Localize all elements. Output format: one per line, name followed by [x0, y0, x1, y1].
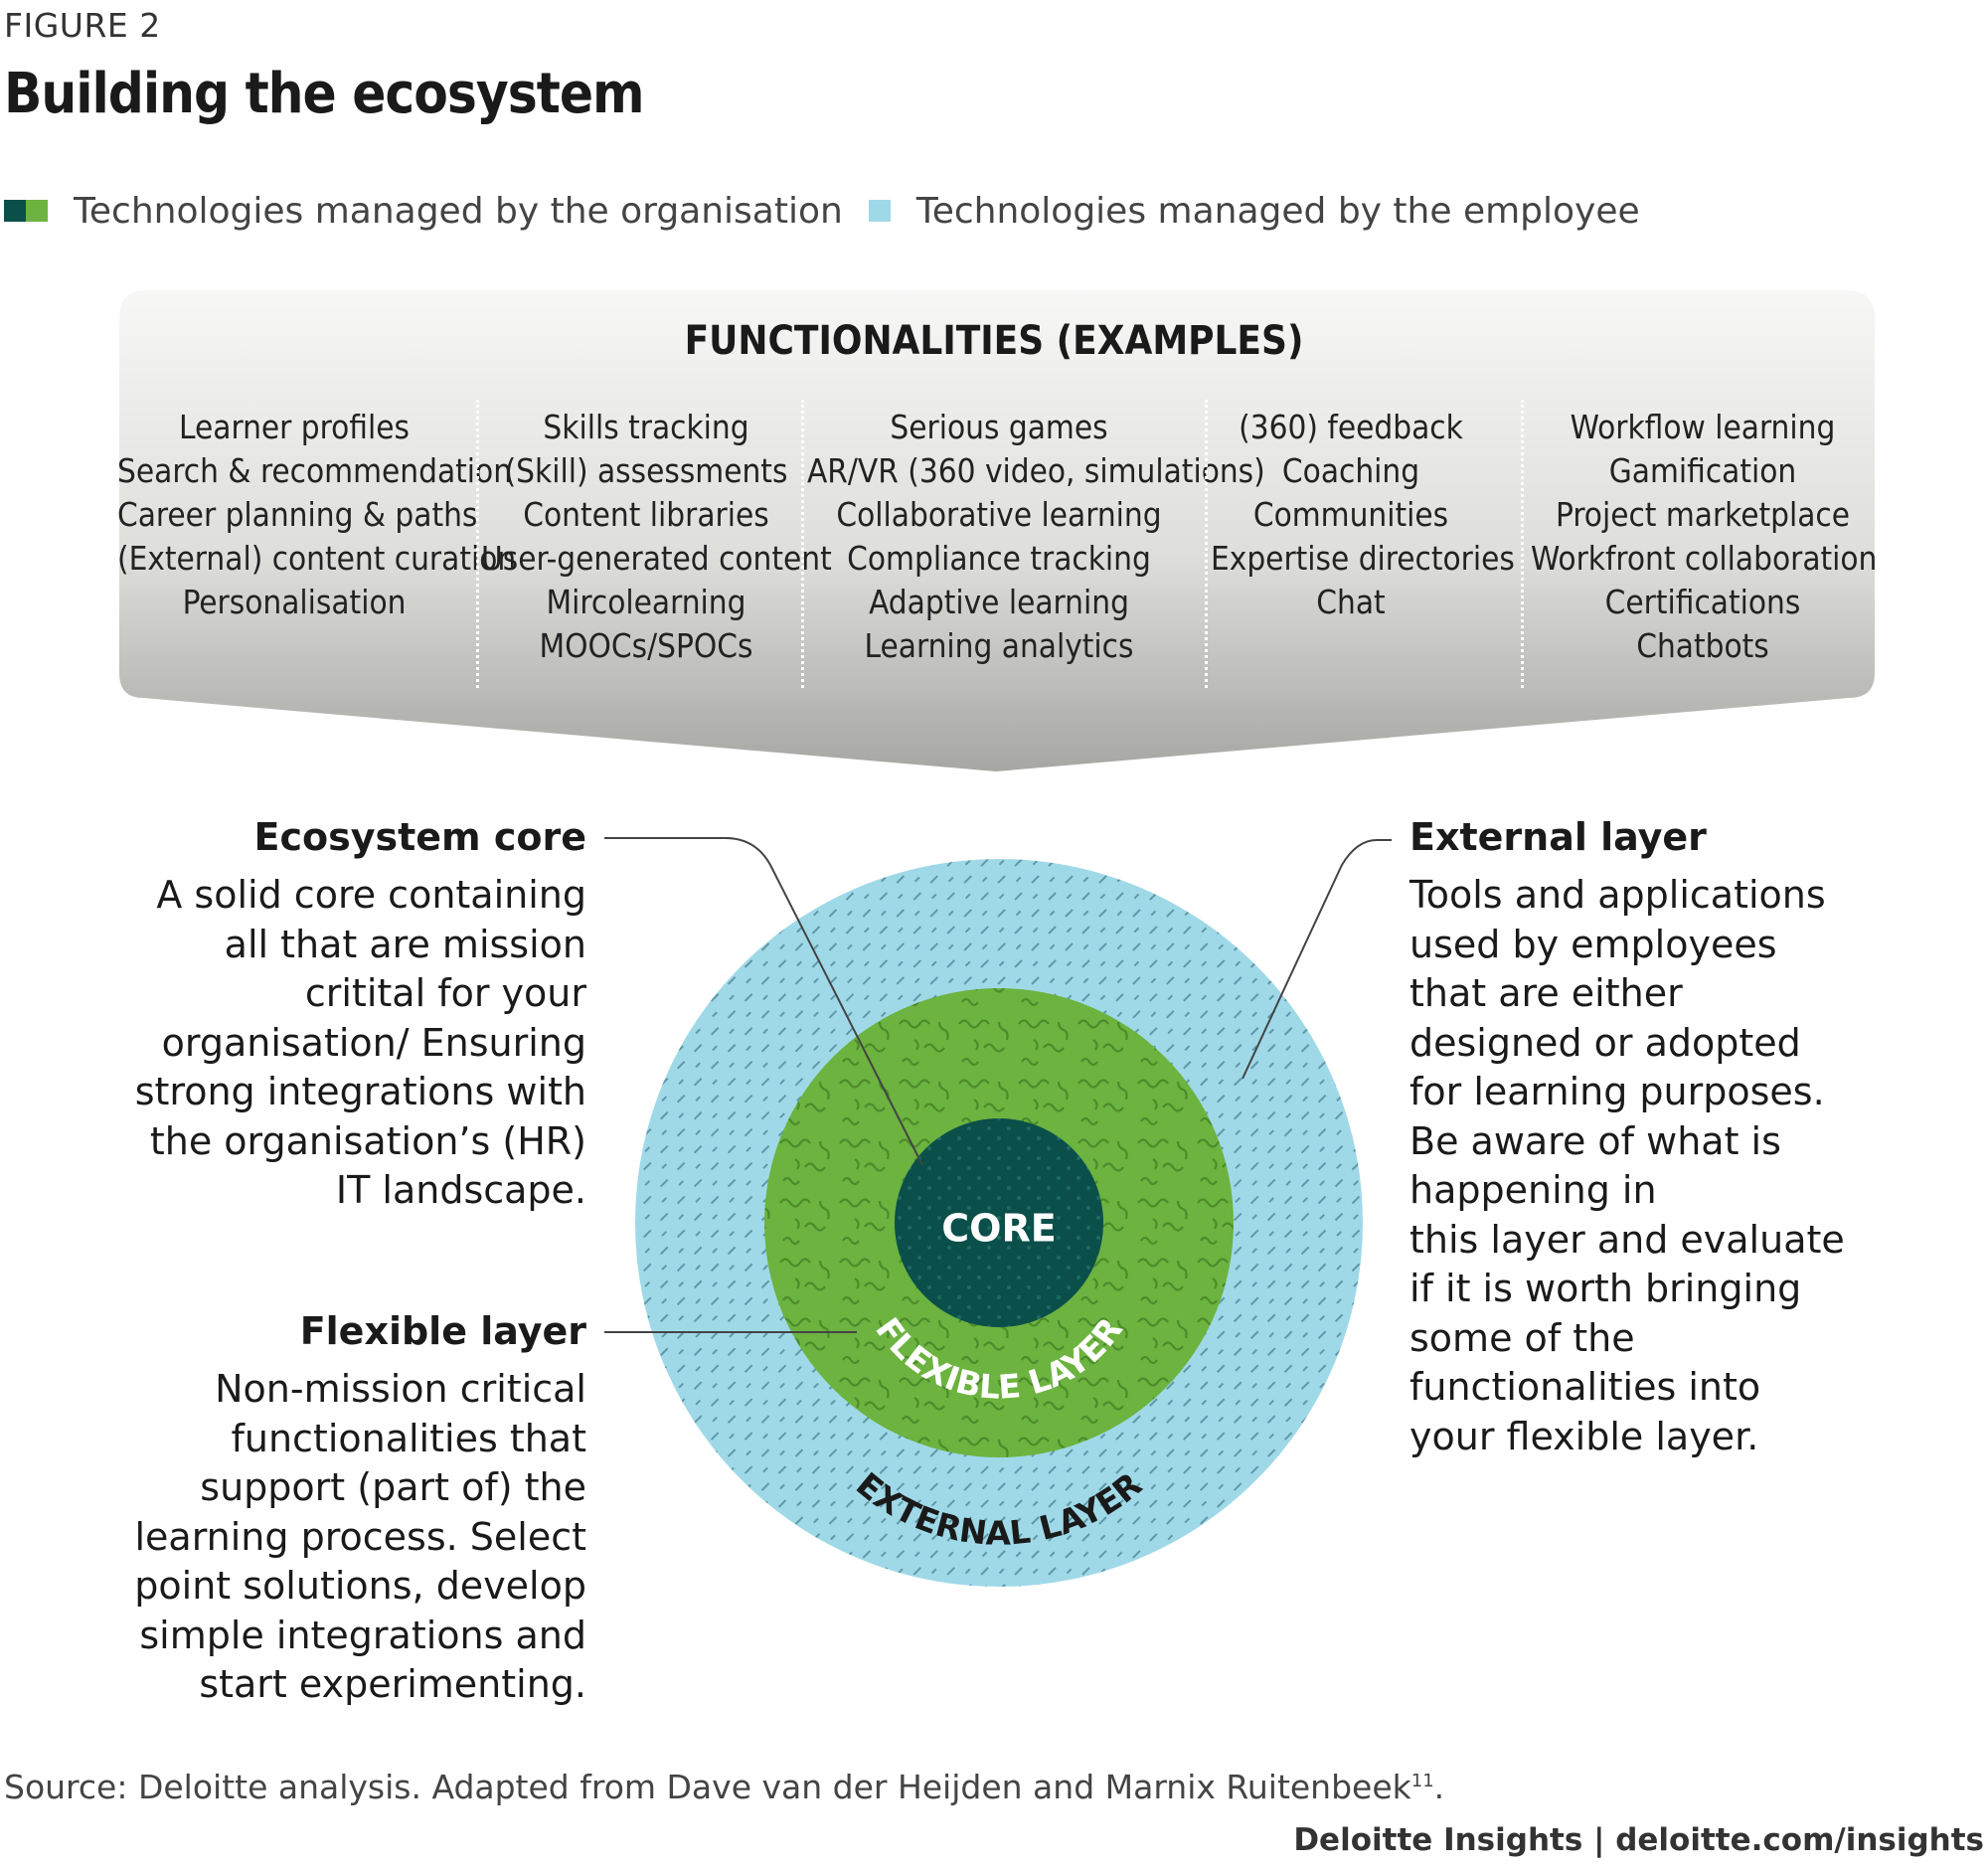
- column-divider: [801, 400, 804, 688]
- description-line: A solid core containing: [156, 873, 586, 917]
- description-line: learning process. Select: [134, 1514, 586, 1559]
- functionality-item: Serious games: [890, 408, 1108, 446]
- functionality-item: Project marketplace: [1556, 495, 1850, 534]
- description-line: if it is worth bringing: [1409, 1267, 1802, 1310]
- description-line: start experimenting.: [199, 1662, 586, 1706]
- legend-label-organisation: Technologies managed by the organisation: [74, 190, 843, 232]
- source-note: Source: Deloitte analysis. Adapted from …: [4, 1768, 1444, 1806]
- functionality-item: Search & recommendation: [117, 451, 513, 490]
- external-layer-description: Tools and applications used by employees…: [1409, 871, 1966, 1461]
- functionality-item: (360) feedback: [1239, 408, 1463, 446]
- legend-label-employee: Technologies managed by the employee: [915, 190, 1640, 232]
- description-line: all that are mission: [224, 922, 586, 966]
- functionality-item: AR/VR (360 video, simulations): [807, 451, 1265, 490]
- description-line: IT landscape.: [335, 1168, 586, 1212]
- external-layer-block: External layer Tools and applications us…: [1409, 815, 1966, 1461]
- functionality-item: Collaborative learning: [836, 495, 1162, 534]
- description-line: functionalities into: [1409, 1365, 1761, 1409]
- functionality-item: Certifications: [1604, 583, 1801, 621]
- description-line: critital for your: [304, 971, 586, 1015]
- description-line: your flexible layer.: [1409, 1414, 1759, 1458]
- functionality-item: Chatbots: [1636, 626, 1769, 665]
- description-line: used by employees: [1409, 922, 1777, 966]
- figure-title: Building the ecosystem: [4, 62, 644, 126]
- functionality-item: (Skill) assessments: [504, 451, 788, 490]
- functionalities-column-1: Learner profiles Search & recommendation…: [117, 406, 517, 624]
- functionality-item: Expertise directories: [1211, 539, 1515, 578]
- functionality-item: User-generated content: [481, 539, 832, 578]
- functionality-item: Content libraries: [523, 495, 769, 534]
- description-line: functionalities that: [231, 1416, 586, 1460]
- ecosystem-core-block: Ecosystem core A solid core containing a…: [60, 815, 586, 1216]
- legend: Technologies managed by the organisation…: [4, 189, 1640, 233]
- description-line: some of the: [1409, 1315, 1635, 1360]
- description-line: for learning purposes.: [1409, 1070, 1825, 1113]
- brand-footer: Deloitte Insights | deloitte.com/insight…: [1293, 1822, 1984, 1858]
- figure-label: FIGURE 2: [4, 6, 161, 45]
- source-text: Source: Deloitte analysis. Adapted from …: [4, 1768, 1411, 1806]
- description-line: simple integrations and: [139, 1613, 586, 1657]
- functionality-item: Mircolearning: [546, 583, 746, 621]
- functionalities-column-2: Skills tracking (Skill) assessments Cont…: [481, 406, 832, 668]
- description-line: support (part of) the: [200, 1465, 586, 1509]
- core-circle: [895, 1118, 1103, 1327]
- functionality-item: Career planning & paths: [117, 495, 478, 534]
- column-divider: [476, 400, 479, 688]
- functionality-item: (External) content curation: [117, 539, 517, 578]
- description-line: strong integrations with: [134, 1070, 586, 1113]
- column-divider: [1521, 400, 1524, 688]
- functionality-item: Compliance tracking: [847, 539, 1151, 578]
- functionality-item: Adaptive learning: [869, 583, 1129, 621]
- description-line: the organisation’s (HR): [149, 1118, 586, 1163]
- description-line: Be aware of what is: [1409, 1118, 1781, 1163]
- legend-swatch-light-blue: [868, 200, 891, 222]
- functionalities-column-3: Serious games AR/VR (360 video, simulati…: [807, 406, 1265, 668]
- ecosystem-core-description: A solid core containing all that are mis…: [60, 871, 586, 1216]
- column-divider: [1205, 400, 1208, 688]
- flexible-layer-description: Non-mission critical functionalities tha…: [60, 1365, 586, 1710]
- flexible-layer-heading: Flexible layer: [299, 1309, 586, 1353]
- functionalities-title: FUNCTIONALITIES (EXAMPLES): [684, 318, 1304, 364]
- legend-swatch-green: [26, 200, 48, 222]
- functionality-item: Learner profiles: [179, 408, 410, 446]
- source-end: .: [1433, 1768, 1445, 1806]
- description-line: happening in: [1409, 1168, 1657, 1212]
- functionality-item: MOOCs/SPOCs: [539, 626, 753, 665]
- functionality-item: Coaching: [1281, 451, 1420, 490]
- external-leader-line: [1242, 839, 1392, 1080]
- legend-swatch-dark-green: [4, 200, 26, 222]
- external-layer-heading: External layer: [1409, 815, 1707, 859]
- functionalities-column-4: (360) feedback Coaching Communities Expe…: [1211, 406, 1515, 624]
- functionality-item: Learning analytics: [864, 626, 1134, 665]
- description-line: point solutions, develop: [134, 1564, 586, 1608]
- functionality-item: Workflow learning: [1570, 408, 1836, 446]
- functionality-item: Skills tracking: [543, 408, 749, 446]
- description-line: designed or adopted: [1409, 1020, 1801, 1065]
- description-line: this layer and evaluate: [1409, 1217, 1845, 1262]
- functionality-item: Workfront collaboration: [1531, 539, 1878, 578]
- ecosystem-core-heading: Ecosystem core: [253, 815, 586, 859]
- description-line: organisation/ Ensuring: [161, 1020, 586, 1065]
- flexible-layer-block: Flexible layer Non-mission critical func…: [60, 1309, 586, 1710]
- footnote-marker: 11: [1410, 1771, 1434, 1791]
- functionality-item: Chat: [1316, 583, 1386, 621]
- description-line: Tools and applications: [1409, 873, 1826, 917]
- description-line: that are either: [1409, 971, 1683, 1015]
- functionality-item: Communities: [1252, 495, 1449, 534]
- description-line: Non-mission critical: [215, 1367, 586, 1411]
- core-label: CORE: [941, 1207, 1056, 1251]
- functionality-item: Gamification: [1608, 451, 1797, 490]
- core-leader-line: [604, 837, 923, 1166]
- functionalities-column-5: Workflow learning Gamification Project m…: [1531, 406, 1878, 668]
- functionality-item: Personalisation: [182, 583, 407, 621]
